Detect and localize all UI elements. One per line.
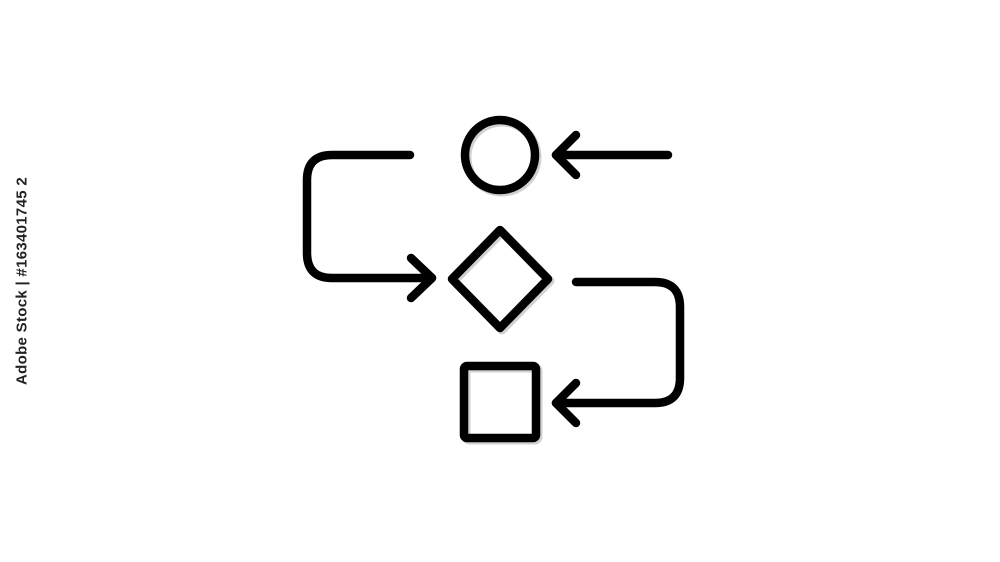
arrow-circle-to-diamond	[302, 150, 437, 303]
process-node-square	[459, 361, 541, 443]
arrow-diamond-to-square	[551, 277, 685, 428]
start-node-circle	[460, 115, 540, 195]
decision-node-diamond	[447, 225, 553, 333]
incoming-arrow-to-circle	[551, 130, 673, 180]
